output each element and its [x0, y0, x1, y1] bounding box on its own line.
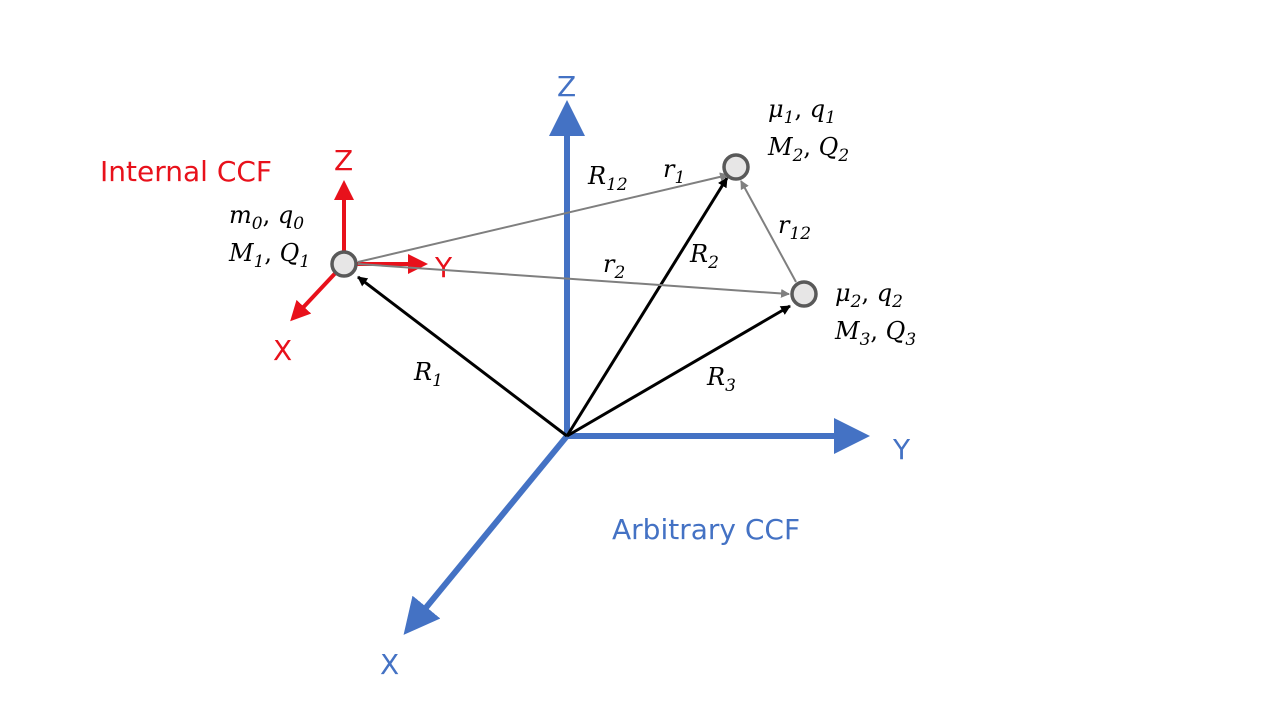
- vector-R2-arrow: [565, 177, 729, 437]
- label-r12: r12: [778, 211, 811, 244]
- internal-y-label: Y: [434, 251, 453, 284]
- body0-label-line2: M1, Q1: [228, 239, 310, 272]
- body1-label-line1: μ1, q1: [768, 95, 836, 128]
- body0-node: [330, 250, 358, 278]
- label-r1: r1: [663, 155, 685, 188]
- body1-node: [722, 153, 750, 181]
- vector-r12-arrow: [740, 180, 797, 283]
- body2-label-line2: M3, Q3: [834, 317, 916, 350]
- internal-ccf-title: Internal CCF: [100, 155, 272, 188]
- arbitrary-y-label: Y: [892, 433, 911, 466]
- arbitrary-x-label: X: [380, 648, 399, 681]
- arbitrary-ccf-axes: [403, 100, 870, 635]
- body1-label-line2: M2, Q2: [767, 133, 849, 166]
- internal-x-axis: [290, 264, 344, 322]
- label-R12: R12: [587, 162, 628, 195]
- arbitrary-x-axis: [403, 434, 570, 635]
- arbitrary-ccf-title: Arbitrary CCF: [612, 513, 800, 546]
- internal-z-label: Z: [334, 144, 353, 177]
- label-r2: r2: [603, 250, 625, 283]
- vector-r1-arrow: [357, 172, 729, 263]
- label-R2: R2: [689, 240, 719, 273]
- label-R3: R3: [706, 363, 736, 396]
- vector-R3-arrow: [566, 304, 791, 438]
- body2-node: [790, 280, 818, 308]
- body0-label-line1: m0, q0: [229, 201, 304, 234]
- body2-label-line1: μ2, q2: [835, 279, 903, 312]
- arbitrary-z-label: Z: [557, 70, 576, 103]
- label-R1: R1: [413, 358, 443, 391]
- internal-x-label: X: [273, 334, 292, 367]
- vector-R1-arrow: [357, 275, 568, 438]
- vector-r2-arrow: [357, 263, 790, 298]
